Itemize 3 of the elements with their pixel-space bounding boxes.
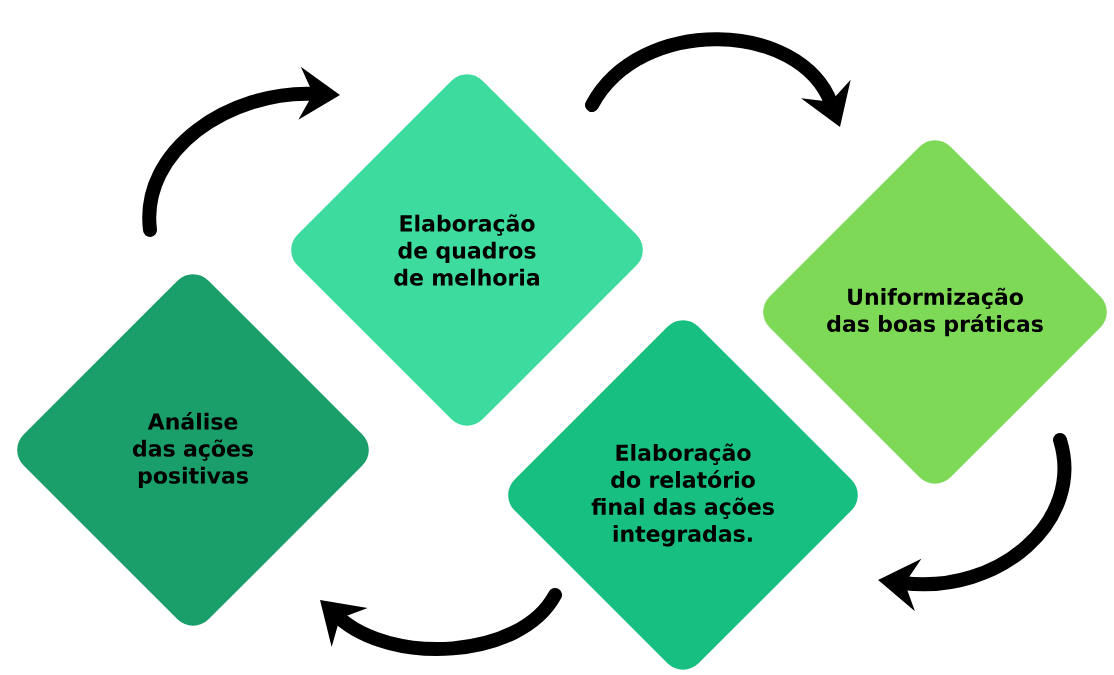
diamond-box: Elaboração de quadros de melhoria — [291, 74, 643, 426]
diamond-box: Uniformização das boas práticas — [763, 140, 1107, 484]
diamond-box: Análise das ações positivas — [17, 274, 369, 626]
